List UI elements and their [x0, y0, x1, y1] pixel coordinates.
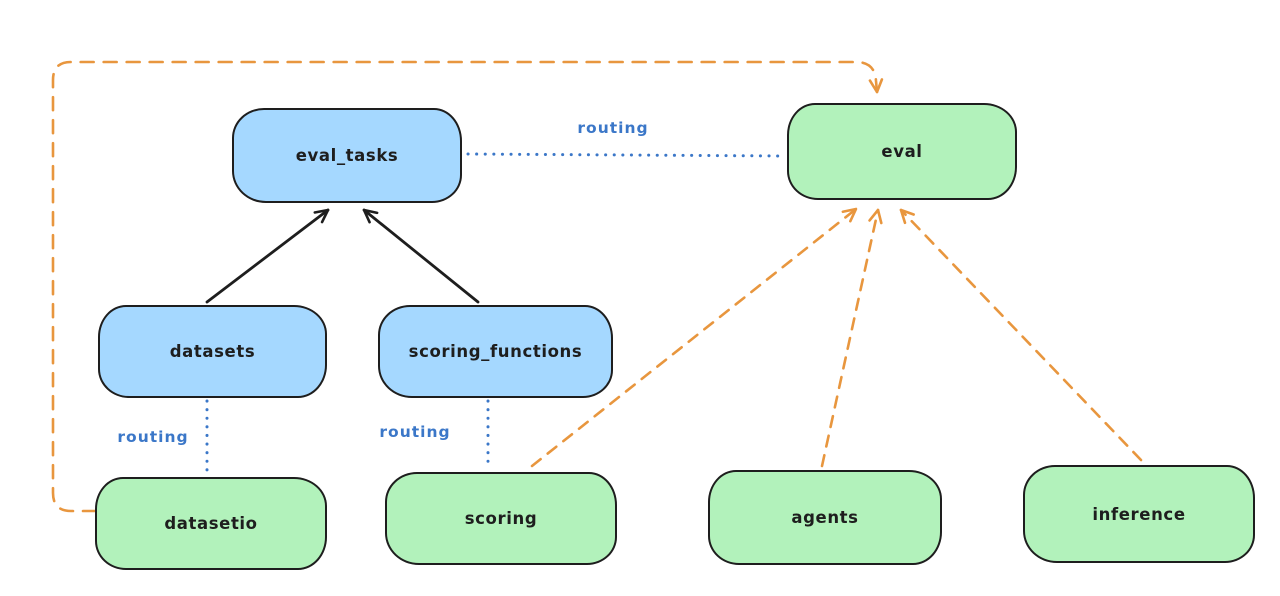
node-agents-label: agents [791, 508, 859, 527]
node-scoring-functions-label: scoring_functions [408, 342, 583, 361]
edge-scoring-eval [530, 207, 858, 468]
node-inference: inference [1023, 465, 1255, 563]
node-inference-label: inference [1092, 504, 1186, 524]
node-eval: eval [787, 103, 1017, 200]
edge-inference-eval [899, 208, 1143, 462]
node-datasets: datasets [98, 305, 327, 398]
node-agents: agents [708, 470, 942, 565]
node-scoring-functions: scoring_functions [378, 305, 613, 398]
edge-routing-evaltasks-eval [466, 152, 786, 158]
edge-scoringfunctions-evaltasks [362, 208, 480, 304]
edge-datasetio-eval [51, 60, 884, 513]
node-scoring-label: scoring [464, 509, 538, 528]
edge-label-routing-datasets: routing [117, 428, 189, 446]
node-eval-tasks: eval_tasks [232, 108, 462, 203]
edge-agents-eval [820, 208, 883, 468]
node-eval-label: eval [881, 142, 923, 161]
node-eval-tasks-label: eval_tasks [295, 146, 399, 165]
edge-label-routing-scoring: routing [379, 423, 451, 441]
node-datasets-label: datasets [169, 342, 256, 361]
edge-label-routing-top: routing [577, 119, 649, 137]
edge-datasets-evaltasks [205, 208, 330, 304]
node-datasetio: datasetio [95, 477, 327, 570]
node-datasetio-label: datasetio [164, 514, 258, 533]
node-scoring: scoring [385, 472, 617, 565]
